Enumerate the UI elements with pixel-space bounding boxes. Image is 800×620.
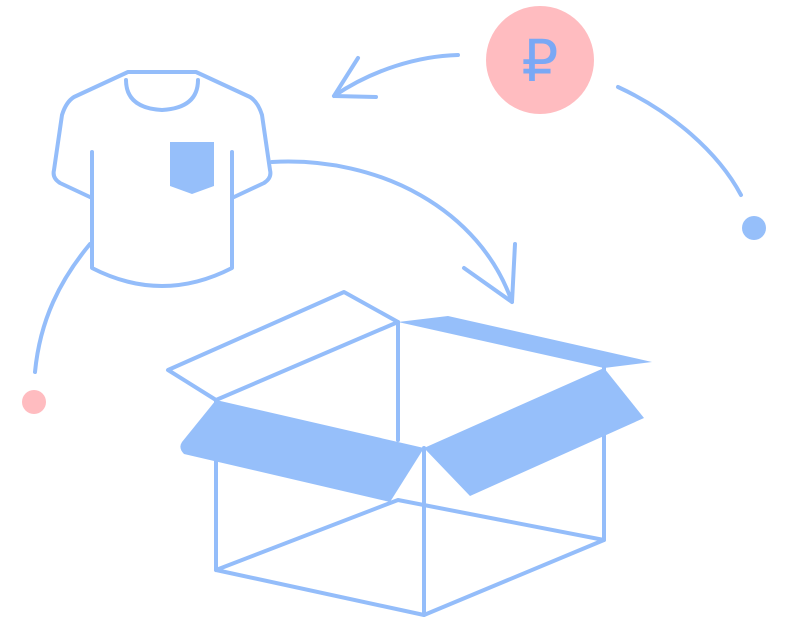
connector-shirt-to-dot [33, 242, 92, 374]
shirt-pocket [170, 142, 214, 194]
connector-coin-to-dot [616, 85, 743, 197]
arrow-coin-to-shirt [332, 53, 460, 99]
ruble-coin-icon: ₽ [486, 6, 594, 114]
arrow-shirt-to-box [270, 159, 517, 304]
dot-icon [22, 390, 46, 414]
t-shirt-icon [51, 70, 273, 288]
open-box-icon [166, 290, 652, 617]
dot-icon [742, 216, 766, 240]
coin-currency-symbol: ₽ [522, 27, 559, 95]
